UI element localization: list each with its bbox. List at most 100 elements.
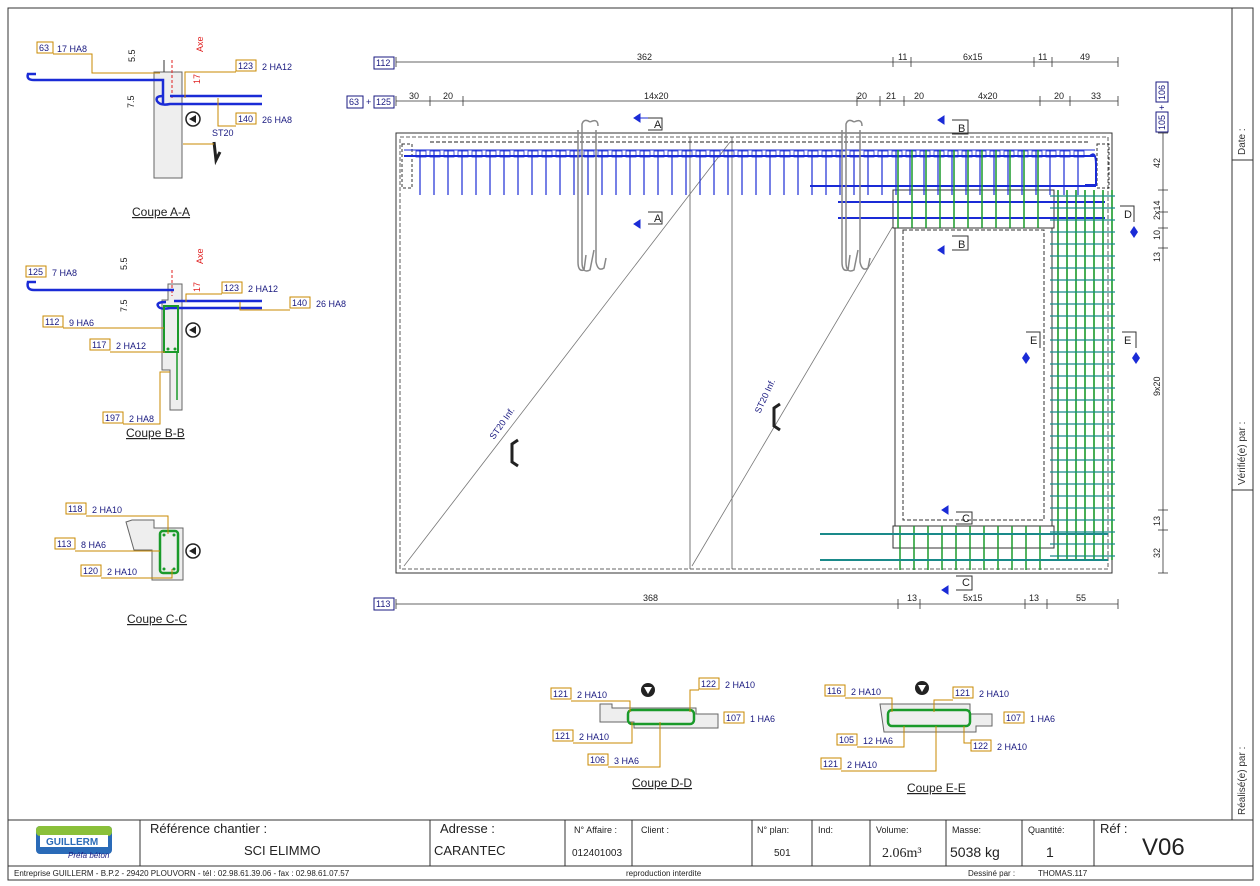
aa-dim-0: 5.5 xyxy=(127,49,137,62)
section-marker-b-mid: B xyxy=(937,235,969,255)
dim-right-tag-b: 105 xyxy=(1157,115,1167,130)
dim-right-0: 42 xyxy=(1152,158,1162,168)
section-marker-a-top: A xyxy=(633,113,663,131)
footer-dessine-label: Dessiné par : xyxy=(968,869,1015,878)
bb-callout-code-4: 117 xyxy=(92,340,106,350)
ee-callout-desc-2: 1 HA6 xyxy=(1030,714,1055,724)
bb-dim-1: 17 xyxy=(192,282,202,292)
st20-inf-label-left: ST20 Inf. xyxy=(487,405,516,441)
top-ties xyxy=(415,150,1085,195)
bb-stirrup-112 xyxy=(163,305,179,353)
svg-text:B: B xyxy=(958,239,965,251)
plan-view: ST20 Inf. ST20 Inf. A A B B C xyxy=(395,113,1140,595)
aa-dim-1: 17 xyxy=(192,74,202,84)
bb-callout-code-2: 140 xyxy=(292,298,307,308)
ee-callout-code-3: 105 xyxy=(839,735,854,745)
dd-callout-desc-2: 1 HA6 xyxy=(750,714,775,724)
dim-right-tag-a: 106 xyxy=(1157,85,1167,100)
side-label-realise: Réalisé(e) par : xyxy=(1237,747,1248,815)
ref-chantier-label: Référence chantier : xyxy=(150,821,267,836)
bb-callout-desc-1: 2 HA12 xyxy=(248,284,278,294)
dim-top1-4: 49 xyxy=(1080,52,1090,62)
coupe-aa-title: Coupe A-A xyxy=(132,205,190,219)
coupe-ee-detail: 116 2 HA10 121 2 HA10 107 1 HA6 105 12 H… xyxy=(820,681,1055,795)
aa-concrete xyxy=(153,71,183,179)
section-marker-c-bottom: C xyxy=(941,575,973,595)
quantite-label: Quantité: xyxy=(1028,825,1065,835)
ee-callout-desc-5: 2 HA10 xyxy=(847,760,877,770)
cc-callout-desc-0: 2 HA10 xyxy=(92,505,122,515)
dd-callout-code-0: 121 xyxy=(553,689,568,699)
mesh-symbol-left xyxy=(510,438,519,468)
lintel-top xyxy=(892,189,1055,229)
dimensions: 112 362 11 6x15 11 49 63 + 125 30 20 14x… xyxy=(346,52,1169,611)
aa-callout-desc-2: 26 HA8 xyxy=(262,115,292,125)
cc-callout-desc-1: 8 HA6 xyxy=(81,540,106,550)
aa-callout-code-0: 63 xyxy=(39,43,49,53)
bb-callout-code-0: 125 xyxy=(28,267,43,277)
aa-callout-code-1: 123 xyxy=(238,61,253,71)
aa-callout-code-2: 140 xyxy=(238,114,253,124)
ee-callout-desc-4: 2 HA10 xyxy=(997,742,1027,752)
dim-top1-1: 11 xyxy=(898,52,907,62)
ee-callout-code-5: 121 xyxy=(823,759,838,769)
quantite-value: 1 xyxy=(1046,844,1054,860)
dim-right-2: 10 xyxy=(1152,230,1162,240)
dd-stirrup xyxy=(626,708,696,726)
aa-callout-desc-1: 2 HA12 xyxy=(262,62,292,72)
dim-top2-tag-b: 125 xyxy=(376,97,391,107)
mesh-symbol-right xyxy=(772,402,781,432)
lintel-mesh xyxy=(897,150,1039,228)
svg-text:D: D xyxy=(1124,209,1132,221)
aa-axe: Axe xyxy=(195,36,205,52)
cc-callout-code-0: 118 xyxy=(68,504,82,514)
coupe-aa-detail: ST20 Axe 5.5 17 7.5 63 17 HA8 123 2 HA12… xyxy=(26,36,292,219)
client-label: Client : xyxy=(641,825,669,835)
dim-top2-1: 20 xyxy=(443,91,453,101)
aa-rebar-123 xyxy=(155,94,262,106)
ee-stirrup xyxy=(886,708,972,728)
bb-callout-code-3: 112 xyxy=(45,317,59,327)
dim-right-6: 32 xyxy=(1152,548,1162,558)
panel-opening xyxy=(894,221,1053,529)
bb-callout-desc-2: 26 HA8 xyxy=(316,299,346,309)
svg-text:E: E xyxy=(1124,335,1131,347)
dim-top1-tag: 112 xyxy=(376,58,390,68)
dim-bottom-0: 368 xyxy=(643,593,658,603)
company-logo: GUILLERM Préfa béton xyxy=(36,826,112,860)
section-marker-a-mid: A xyxy=(633,211,663,229)
dim-right-5: 13 xyxy=(1152,516,1162,526)
cc-callout-code-2: 120 xyxy=(83,566,98,576)
dd-callout-desc-4: 3 HA6 xyxy=(614,756,639,766)
bb-callout-code-5: 197 xyxy=(105,413,120,423)
masse-value: 5038 kg xyxy=(950,844,1000,860)
cc-callout-code-1: 113 xyxy=(57,539,71,549)
ee-callout-code-1: 121 xyxy=(955,688,970,698)
bb-dim-2: 7.5 xyxy=(119,299,129,312)
ref-value: V06 xyxy=(1142,834,1185,861)
bb-axe: Axe xyxy=(195,248,205,264)
dim-right-plus: + xyxy=(1157,105,1167,110)
bb-callout-desc-3: 9 HA6 xyxy=(69,318,94,328)
ee-callout-desc-1: 2 HA10 xyxy=(979,689,1009,699)
svg-text:A: A xyxy=(654,119,662,131)
bb-rebar-125 xyxy=(26,280,174,292)
dim-bottom-1: 13 xyxy=(907,593,917,603)
dim-top1-3: 11 xyxy=(1038,52,1047,62)
svg-text:GUILLERM: GUILLERM xyxy=(46,837,98,848)
bb-rebar-123 xyxy=(156,300,262,310)
dd-callout-code-1: 122 xyxy=(701,679,716,689)
aa-rebar-63 xyxy=(26,72,165,105)
masse-label: Masse: xyxy=(952,825,981,835)
affaire-value: 012401003 xyxy=(572,848,622,859)
title-block: GUILLERM Préfa béton Référence chantier … xyxy=(8,819,1253,878)
dim-top2-8: 33 xyxy=(1091,91,1101,101)
sill-bottom xyxy=(892,525,1055,549)
svg-text:E: E xyxy=(1030,335,1037,347)
sheet-frame xyxy=(7,7,1254,881)
svg-text:Préfa béton: Préfa béton xyxy=(68,851,110,860)
svg-text:C: C xyxy=(962,577,970,589)
dim-right-1: 2x14 xyxy=(1152,200,1162,220)
lifting-hook-right xyxy=(841,119,859,272)
cc-stirrup-113 xyxy=(158,529,180,575)
